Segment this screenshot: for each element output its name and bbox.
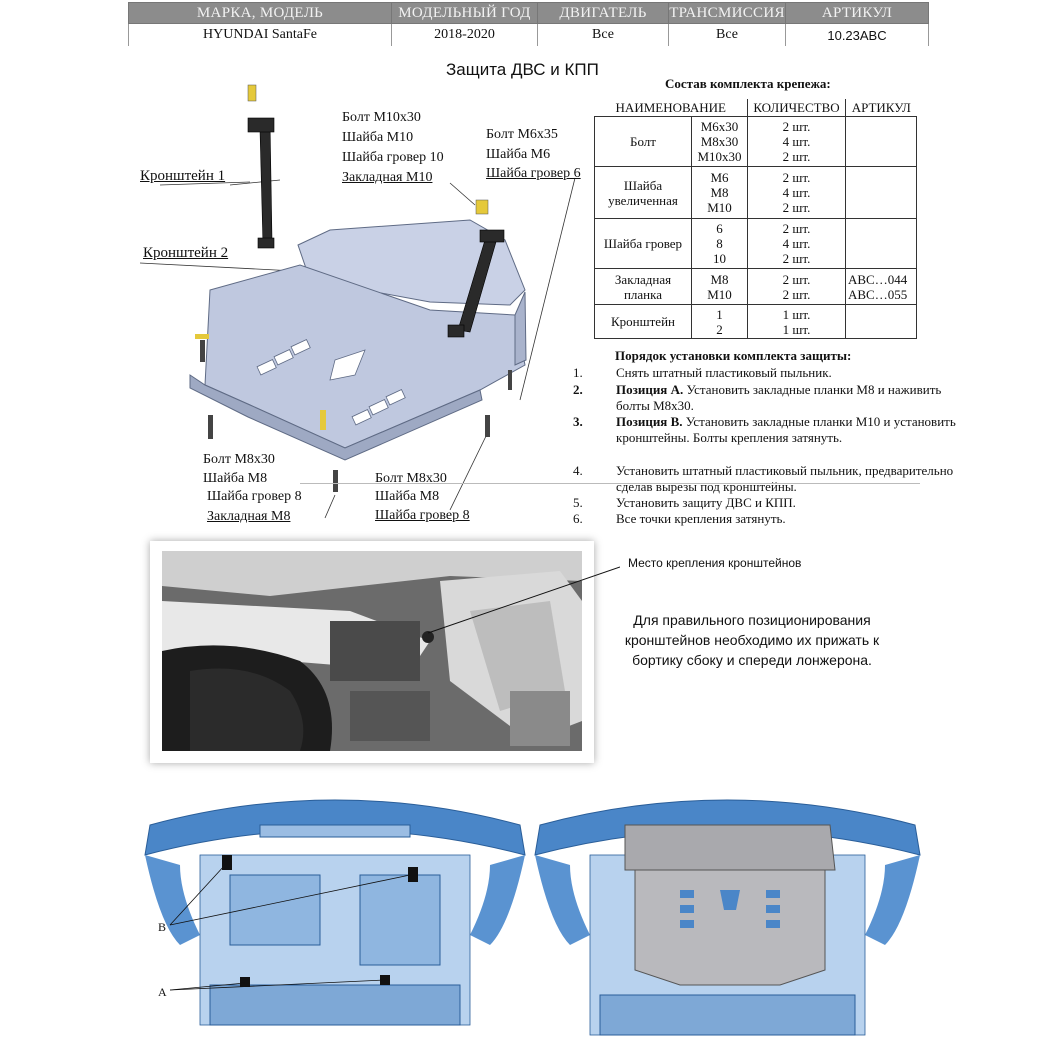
step-text: Все точки крепления затянуть.	[616, 511, 786, 526]
kit-row-name: Шайба увеличенная	[594, 166, 692, 219]
kit-row-name: Закладная планка	[594, 268, 692, 305]
step-text: Установить защиту ДВС и КПП.	[616, 495, 796, 510]
header-value-article: 10.23ABC	[785, 23, 929, 46]
header-col-transmission: ТРАНСМИССИЯ	[668, 2, 786, 24]
kit-row-qty: 2 шт. 2 шт.	[747, 268, 846, 305]
callout-m10-insert: Закладная М10	[342, 170, 433, 185]
table-row: Кронштейн 1 2 1 шт. 1 шт.	[594, 304, 917, 339]
spec-header-table: МАРКА, МОДЕЛЬ МОДЕЛЬНЫЙ ГОД ДВИГАТЕЛЬ ТР…	[128, 2, 929, 46]
callout-bracket-1: Кронштейн 1	[140, 168, 226, 184]
step-text: Снять штатный пластиковый пыльник.	[616, 365, 832, 380]
fastener-table: НАИМЕНОВАНИЕ КОЛИЧЕСТВО АРТИКУЛ Болт М6х…	[594, 99, 917, 339]
kit-col-article: АРТИКУЛ	[845, 99, 917, 117]
mount-pointer	[427, 566, 620, 634]
skid-plate-diagram	[139, 84, 576, 519]
callout-m8a-insert: Закладная М8	[207, 509, 291, 524]
callout-m8a-lock-washer: Шайба гровер 8	[207, 489, 302, 504]
kit-row-name: Шайба гровер	[594, 218, 692, 269]
table-row: Шайба гровер 6 8 10 2 шт. 4 шт. 2 шт.	[594, 218, 917, 269]
callout-bracket-2: Кронштейн 2	[143, 245, 229, 261]
kit-row-sizes: 6 8 10	[691, 218, 748, 269]
kit-row-article: АВС…044 АВС…055	[845, 268, 917, 305]
mount-photo	[150, 541, 594, 763]
step-text: Установить закладные планки М10 и устано…	[616, 414, 956, 445]
callout-m6-bolt: Болт М6х35	[486, 127, 558, 142]
kit-title: Состав комплекта крепежа:	[665, 76, 831, 91]
step-bold: Позиция А.	[616, 382, 684, 397]
callout-m10-washer: Шайба М10	[342, 130, 414, 145]
header-value-model: HYUNDAI SantaFe	[128, 23, 392, 46]
kit-row-name: Болт	[594, 116, 692, 167]
table-row: Болт М6х30 М8х30 М10х30 2 шт. 4 шт. 2 шт…	[594, 116, 917, 167]
label-position-b: B	[158, 920, 167, 934]
underbody-view-right	[534, 799, 921, 1036]
callout-m8b-bolt: Болт М8х30	[375, 471, 447, 486]
step-number: 5.	[573, 495, 583, 510]
label-position-a: A	[158, 985, 167, 999]
step-number: 1.	[573, 365, 583, 380]
header-value-transmission: Все	[668, 23, 786, 46]
header-value-year: 2018-2020	[391, 23, 538, 46]
mount-location-label: Место крепления кронштейнов	[628, 556, 802, 570]
step-number: 2.	[573, 382, 583, 397]
kit-row-sizes: 1 2	[691, 304, 748, 339]
header-col-engine: ДВИГАТЕЛЬ	[537, 2, 669, 24]
kit-row-qty: 2 шт. 4 шт. 2 шт.	[747, 218, 846, 269]
callout-m10-bolt: Болт М10х30	[342, 110, 421, 125]
step-text: Установить закладные планки М8 и наживит…	[616, 382, 942, 413]
step-number: 6.	[573, 511, 583, 526]
kit-row-qty: 2 шт. 4 шт. 2 шт.	[747, 116, 846, 167]
callout-m8a-bolt: Болт М8х30	[203, 452, 275, 467]
engine-bay-photo	[162, 551, 582, 751]
table-row: Закладная планка М8 М10 2 шт. 2 шт. АВС……	[594, 268, 917, 305]
kit-row-qty: 2 шт. 4 шт. 2 шт.	[747, 166, 846, 219]
callout-m8b-lock-washer: Шайба гровер 8	[375, 508, 470, 523]
header-col-model: МАРКА, МОДЕЛЬ	[128, 2, 392, 24]
callout-m6-washer: Шайба М6	[486, 147, 551, 162]
page-title: Защита ДВС и КПП	[446, 60, 599, 79]
header-value-engine: Все	[537, 23, 669, 46]
positioning-note: Для правильного позиционирования кронште…	[624, 612, 880, 668]
kit-col-qty: КОЛИЧЕСТВО	[747, 99, 846, 117]
kit-col-name: НАИМЕНОВАНИЕ	[594, 99, 748, 117]
kit-row-name: Кронштейн	[594, 304, 692, 339]
kit-row-qty: 1 шт. 1 шт.	[747, 304, 846, 339]
kit-row-sizes: М6 М8 М10	[691, 166, 748, 219]
step-text: Установить штатный пластиковый пыльник, …	[616, 463, 954, 494]
table-row: Шайба увеличенная М6 М8 М10 2 шт. 4 шт. …	[594, 166, 917, 219]
install-title: Порядок установки комплекта защиты:	[615, 348, 852, 363]
step-bold: Позиция В.	[616, 414, 683, 429]
kit-row-article	[845, 166, 917, 219]
header-col-article: АРТИКУЛ	[785, 2, 929, 24]
underbody-view-left	[144, 799, 526, 1026]
kit-row-sizes: М6х30 М8х30 М10х30	[691, 116, 748, 167]
kit-row-article	[845, 304, 917, 339]
callout-m10-lock-washer: Шайба гровер 10	[342, 150, 444, 165]
step-number: 3.	[573, 414, 583, 429]
step-number: 4.	[573, 463, 583, 478]
kit-row-sizes: М8 М10	[691, 268, 748, 305]
callout-m6-lock-washer: Шайба гровер 6	[486, 166, 581, 181]
callout-m8b-washer: Шайба М8	[375, 489, 440, 504]
kit-row-article	[845, 218, 917, 269]
header-col-year: МОДЕЛЬНЫЙ ГОД	[391, 2, 538, 24]
kit-row-article	[845, 116, 917, 167]
divider	[300, 483, 920, 484]
callout-m8a-washer: Шайба М8	[203, 471, 268, 486]
